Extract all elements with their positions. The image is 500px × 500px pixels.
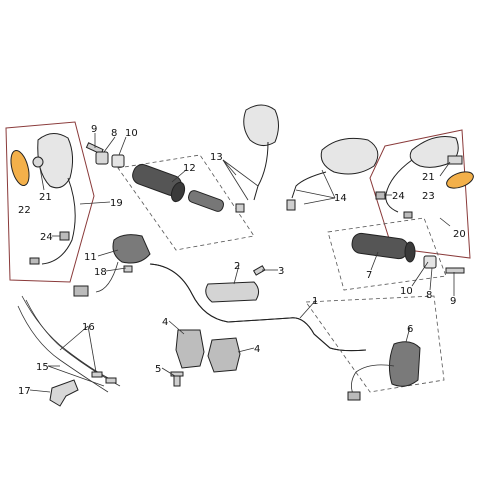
callout-5: 5 xyxy=(155,364,161,375)
callout-12: 12 xyxy=(183,163,196,174)
right-rearview-mirror xyxy=(286,137,379,211)
screw-18 xyxy=(123,265,133,273)
bar-end-weight-13 xyxy=(235,203,245,213)
callout-2: 2 xyxy=(234,261,240,272)
callout-23: 23 xyxy=(422,191,435,202)
callout-1: 1 xyxy=(312,296,318,307)
callout-20: 20 xyxy=(453,229,466,240)
mirror-14-head xyxy=(320,137,379,175)
handlebar-1 xyxy=(149,263,367,352)
callout-24-right: 24 xyxy=(392,191,405,202)
mirror-13-head xyxy=(243,104,279,146)
leader-lines xyxy=(29,133,455,393)
right-switch-6 xyxy=(347,341,421,401)
bolt-5 xyxy=(170,371,184,387)
callout-9-right: 9 xyxy=(450,296,456,307)
callout-22: 22 xyxy=(18,205,31,216)
right-grip-assembly xyxy=(351,232,465,274)
callout-16: 16 xyxy=(82,322,95,333)
right-grip-rubber xyxy=(351,232,409,260)
callout-14: 14 xyxy=(334,193,347,204)
callout-19: 19 xyxy=(110,198,123,209)
wire-plug-right xyxy=(403,211,413,219)
right-mirror-panel xyxy=(369,129,474,259)
mirror-13-stem xyxy=(253,141,269,201)
left-grip-fasteners xyxy=(85,142,125,168)
left-mirror-stem xyxy=(41,177,76,265)
riser-clamp-4-left xyxy=(175,329,205,369)
grip-7-dashed-box xyxy=(327,217,447,291)
callout-9-left: 9 xyxy=(91,124,97,135)
switch-6-dashed-box xyxy=(305,295,445,393)
spacer-8-left xyxy=(95,151,109,165)
callout-17: 17 xyxy=(18,386,31,397)
switch-plug-right xyxy=(347,391,361,401)
bolt-9-right xyxy=(445,267,465,274)
switch-plug-left xyxy=(73,285,89,297)
callout-8-left: 8 xyxy=(111,128,117,139)
callout-21-right: 21 xyxy=(422,172,435,183)
cable-15 xyxy=(17,305,109,393)
indicator-lens-right xyxy=(446,171,474,189)
callout-21-left: 21 xyxy=(39,192,52,203)
left-grip-end xyxy=(170,181,186,203)
callout-10-left: 10 xyxy=(125,128,138,139)
right-mirror-stem xyxy=(385,159,413,213)
callout-10-right: 10 xyxy=(400,286,413,297)
left-rearview-mirror xyxy=(243,104,279,201)
callout-4-right: 4 xyxy=(254,344,260,355)
connector-24-left xyxy=(59,231,70,241)
callout-18: 18 xyxy=(94,267,107,278)
callout-24-left: 24 xyxy=(40,232,53,243)
cable-bracket-17 xyxy=(49,379,79,407)
connector-24-right xyxy=(375,191,386,200)
callout-6: 6 xyxy=(407,324,413,335)
indicator-lens-left xyxy=(10,149,30,187)
callout-3: 3 xyxy=(278,266,284,277)
left-grip-assembly xyxy=(132,164,245,213)
indicator-bulb-21-right xyxy=(447,155,463,165)
throttle-cables xyxy=(17,295,121,407)
callout-7: 7 xyxy=(366,270,372,281)
callout-11: 11 xyxy=(84,252,97,263)
wire-plug-left xyxy=(29,257,40,265)
clamp-10-left xyxy=(111,154,125,168)
clamp-10-right xyxy=(423,255,437,269)
mirror-14-stem xyxy=(291,171,327,199)
callout-8-right: 8 xyxy=(426,290,432,301)
callout-4-left: 4 xyxy=(162,317,168,328)
throttle-tube xyxy=(187,190,225,212)
riser-clamp-4-right xyxy=(207,337,241,373)
cover-2 xyxy=(205,281,260,303)
callout-15: 15 xyxy=(36,362,49,373)
right-grip-end xyxy=(404,241,416,263)
right-switch-body xyxy=(388,341,421,387)
mirror-14-adapter xyxy=(286,199,296,211)
left-switch-11 xyxy=(112,234,151,264)
left-switch-assembly xyxy=(73,234,151,297)
callout-labels: 1 2 3 4 4 5 6 7 8 8 9 9 10 10 11 12 13 1… xyxy=(18,124,466,397)
indicator-bulb-21-left xyxy=(32,156,44,168)
left-mirror-head xyxy=(37,133,74,189)
callout-13: 13 xyxy=(210,152,223,163)
screw-3 xyxy=(252,265,266,276)
